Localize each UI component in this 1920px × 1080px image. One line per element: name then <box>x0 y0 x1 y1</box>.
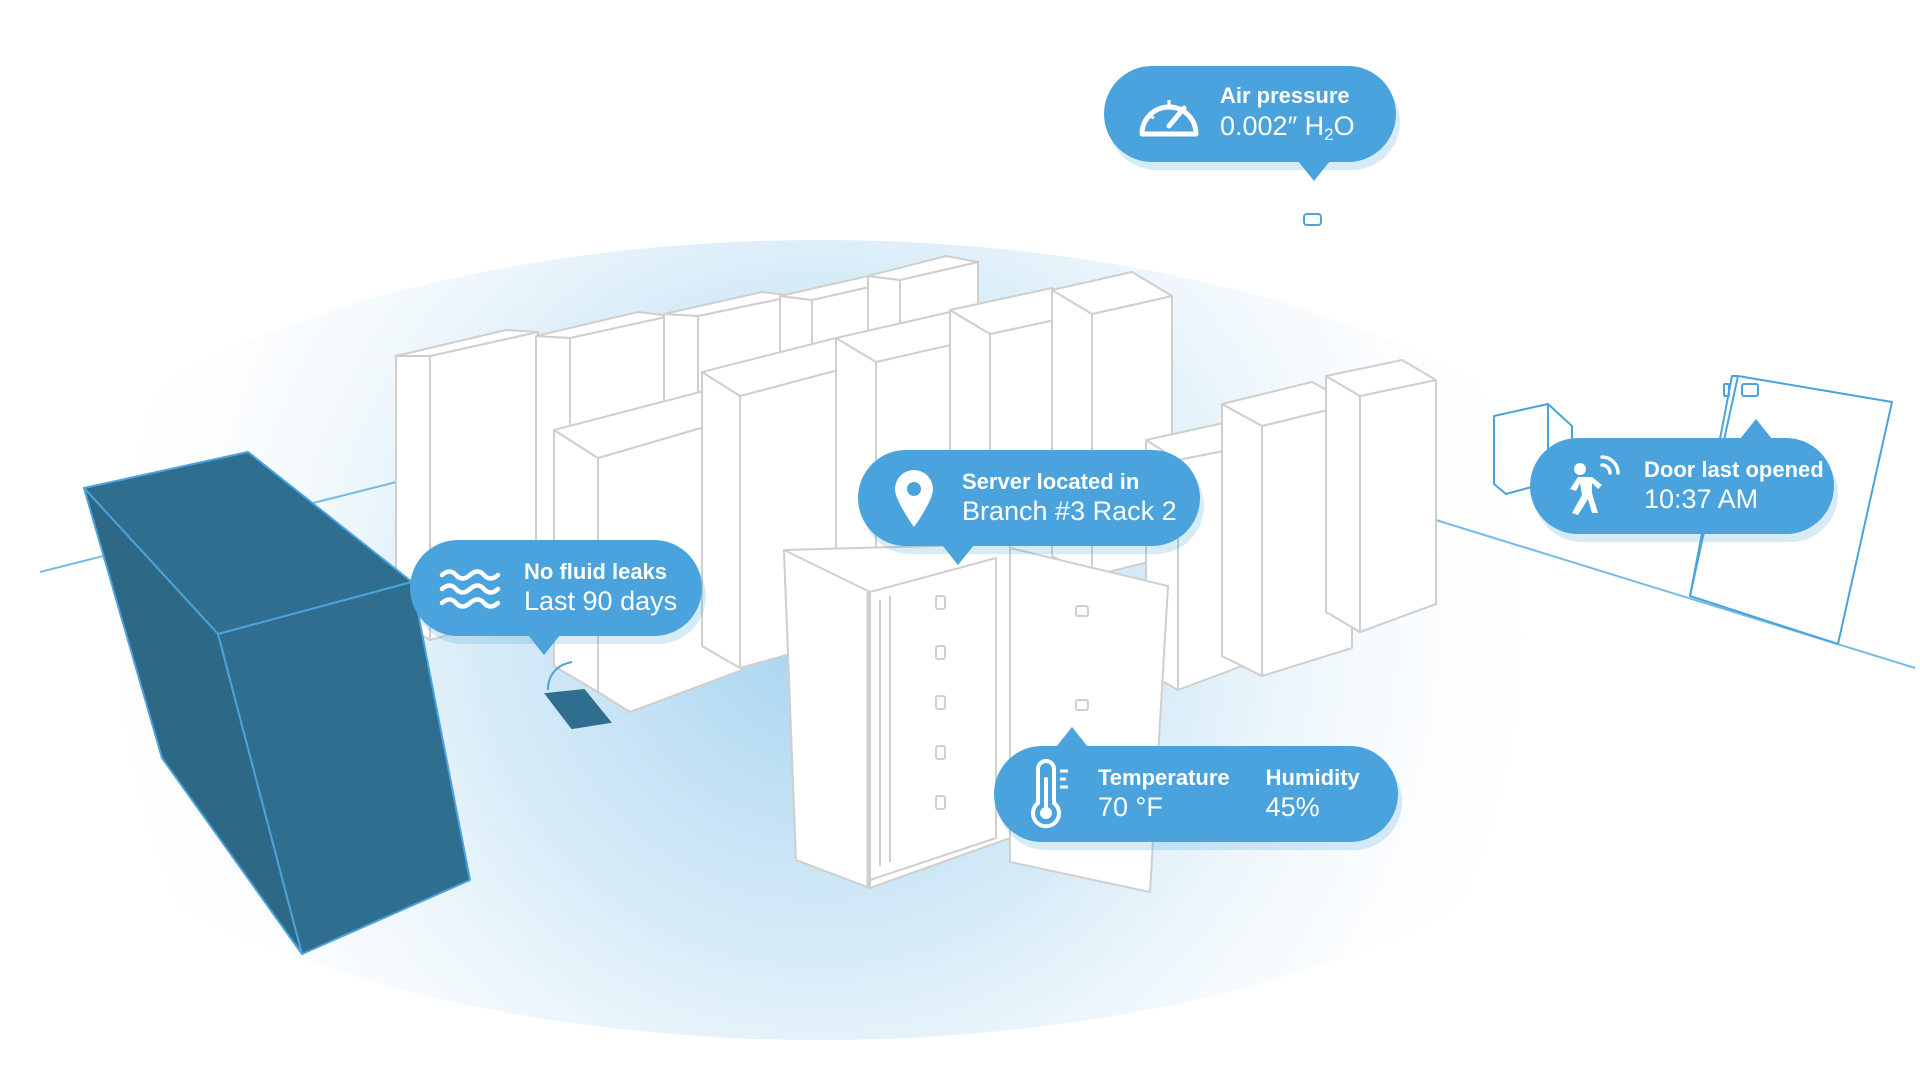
air-pressure-callout: Air pressure 0.002″ H2O <box>1104 66 1396 181</box>
leak-title: No fluid leaks <box>524 558 668 584</box>
temperature-value: 70 °F <box>1098 792 1163 822</box>
air-pressure-title: Air pressure <box>1220 83 1350 109</box>
gauge-icon <box>1136 88 1202 140</box>
cooling-cabinet <box>83 451 471 955</box>
water-waves-icon <box>436 565 506 611</box>
climate-callout: Temperature 70 °F Humidity 45% <box>994 727 1398 842</box>
leak-value: Last 90 days <box>524 586 678 616</box>
door-title: Door last opened <box>1644 456 1824 482</box>
location-title: Server located in <box>962 468 1140 494</box>
location-callout: Server located in Branch #3 Rack 2 <box>858 450 1200 565</box>
air-pressure-sensor <box>1303 213 1322 226</box>
person-motion-icon <box>1556 455 1626 517</box>
humidity-label: Humidity <box>1265 764 1360 790</box>
air-pressure-value: 0.002″ H2O <box>1220 110 1355 144</box>
door-value: 10:37 AM <box>1644 484 1759 514</box>
rack-row-front-right <box>1145 359 1437 691</box>
location-value: Branch #3 Rack 2 <box>962 496 1177 526</box>
leak-sensor <box>544 661 612 730</box>
location-pin-icon <box>888 467 940 529</box>
thermometer-icon <box>1024 759 1074 829</box>
door-callout: Door last opened 10:37 AM <box>1530 419 1834 534</box>
humidity-value: 45% <box>1265 792 1320 822</box>
temperature-label: Temperature <box>1098 764 1230 790</box>
leak-callout: No fluid leaks Last 90 days <box>410 540 702 655</box>
